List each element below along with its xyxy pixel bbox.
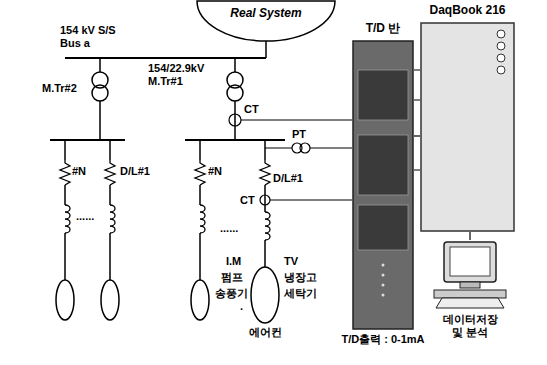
part-label: 에어컨 <box>249 326 282 339</box>
node-caption: DaqBook 216 <box>429 4 505 18</box>
part-label: CT <box>240 194 255 207</box>
part-label: ...... <box>220 222 238 235</box>
part-label: 154 kV S/S Bus a <box>60 24 132 49</box>
part-label: M.Tr#2 <box>42 82 77 95</box>
part-label: 송풍기 <box>215 287 248 300</box>
bus-a <box>65 57 266 59</box>
node-title: Real System <box>196 7 336 21</box>
part-label: 154/22.9kV M.Tr#1 <box>148 62 233 87</box>
part-label: #N <box>72 165 86 178</box>
feeder-bus <box>50 139 125 141</box>
part-label: CT <box>244 103 259 116</box>
ct-wire <box>270 200 352 201</box>
part-label: 냉장고 <box>284 271 317 284</box>
feeder <box>56 140 74 320</box>
part-label: TV <box>284 255 298 268</box>
part-label: · <box>240 303 244 316</box>
pt-wire <box>310 148 352 149</box>
computer-outline <box>430 240 510 310</box>
system-shape: Real System <box>196 0 336 42</box>
computer: 데이터저장 및 분석 <box>430 240 510 310</box>
feeder <box>191 140 209 320</box>
part-label: D/L#1 <box>120 165 150 178</box>
signal-wires <box>414 70 420 170</box>
signal-connector <box>414 135 420 136</box>
node-caption: T/D 반 <box>366 22 401 36</box>
node-caption: 데이터저장 및 분석 <box>438 313 502 338</box>
part-label: I.M <box>226 255 241 268</box>
feeder <box>101 140 119 320</box>
part-label: D/L#1 <box>273 172 303 185</box>
td-panel-outline <box>352 40 414 330</box>
ct-symbol <box>260 195 270 205</box>
td-panel: T/D 반T/D출력 : 0-1mA <box>352 40 414 330</box>
daq-box-outline <box>420 22 515 232</box>
ct-symbol <box>229 114 241 126</box>
part-label: ...... <box>76 210 94 223</box>
system-tie <box>265 41 267 58</box>
signal-connector <box>469 232 470 240</box>
part-label: PT <box>292 128 306 141</box>
part-label: 세탁기 <box>284 287 317 300</box>
part-label: 펌프 <box>221 271 243 284</box>
daq-box: DaqBook 216 <box>420 22 515 232</box>
measured-feeder <box>251 140 352 323</box>
part-label: #N <box>208 165 222 178</box>
node-caption: T/D출력 : 0-1mA <box>341 333 424 346</box>
load-symbol <box>251 267 279 323</box>
ct-wire <box>241 120 352 121</box>
